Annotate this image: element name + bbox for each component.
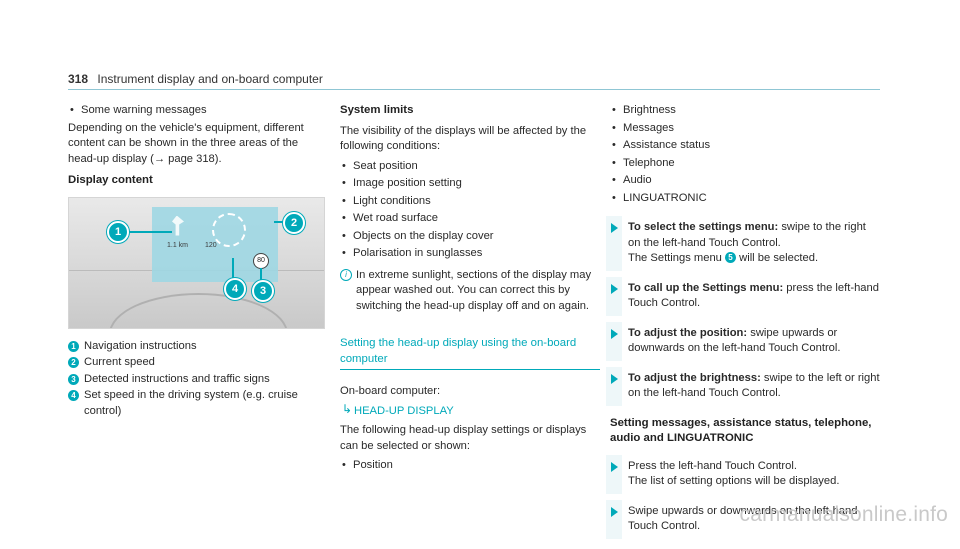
page-title: Instrument display and on-board computer [97, 72, 323, 86]
condition-item: Seat position [340, 159, 600, 175]
step-label: To adjust the position: [628, 326, 748, 339]
step-text: Press the left-hand Touch Control. [628, 459, 797, 472]
step-text: Swipe upwards or downwards on the left-h… [628, 504, 858, 533]
step-label: To select the settings menu: [628, 221, 779, 233]
step-label: To call up the Settings menu: [628, 281, 784, 294]
callout-2-leader [274, 220, 286, 223]
note-text: In extreme sunlight, sections of the dis… [356, 268, 592, 312]
condition-item: Polarisation in sunglasses [340, 246, 600, 262]
step-arrow-icon [611, 328, 618, 339]
legend-text: Detected instructions and traffic signs [84, 372, 270, 385]
menu-arrow-icon: ↳ [342, 401, 353, 416]
legend-number: 1 [68, 340, 79, 352]
display-content-heading: Display content [68, 174, 153, 186]
setting-item: Audio [610, 173, 880, 189]
setting-item: Telephone [610, 156, 880, 172]
callout-1: 1 [107, 220, 129, 243]
callout-4: 4 [224, 277, 246, 300]
step-press-touch-control: Press the left-hand Touch Control. The l… [606, 454, 880, 494]
column-2: System limits The visibility of the disp… [340, 103, 600, 476]
page-number: 318 [68, 72, 89, 86]
speed-dial-icon [212, 212, 246, 247]
condition-item: Image position setting [340, 176, 600, 192]
onboard-computer-label: On-board computer: [340, 385, 441, 397]
legend-item: 1 Navigation instructions [68, 339, 323, 355]
hud-figure: 1.1 km 120 80 1 2 3 4 [68, 196, 325, 329]
setting-item: Position [340, 458, 600, 474]
section-heading-hud-settings: Setting the head-up display using the on… [340, 336, 600, 370]
callout-1-leader [127, 230, 172, 233]
step-swipe-touch-control: Swipe upwards or downwards on the left-h… [606, 499, 880, 539]
settings-intro: The following head-up display settings o… [340, 424, 587, 452]
legend-item: 2 Current speed [68, 355, 323, 371]
callout-3-leader [260, 267, 262, 282]
step-select-settings-menu: To select the settings menu: swipe to th… [606, 216, 880, 270]
step-text: swipe to the right on the left-hand Touc… [628, 221, 866, 249]
step-text: swipe to the left or right on the left-h… [628, 371, 880, 400]
setting-item: Messages [610, 121, 880, 137]
step-arrow-icon [611, 373, 618, 384]
step-adjust-position: To adjust the position: swipe upwards or… [606, 321, 880, 361]
callout-2: 2 [283, 211, 305, 234]
step-arrow-icon [611, 283, 618, 294]
menu-path-text: HEAD-UP DISPLAY [354, 404, 454, 417]
column-1: Some warning messages Depending on the v… [68, 103, 325, 420]
setting-item: Brightness [610, 103, 880, 119]
legend-item: 3 Detected instructions and traffic sign… [68, 372, 323, 388]
step-label: To adjust the brightness: [628, 371, 761, 384]
step-extra: The list of setting options will be disp… [628, 475, 840, 487]
hud-set-speed: 120 [205, 241, 217, 249]
system-limits-intro: The visibility of the displays will be a… [340, 124, 587, 153]
condition-item: Light conditions [340, 194, 600, 210]
info-note: i In extreme sunlight, sections of the d… [340, 268, 600, 315]
legend-text: Set speed in the driving system (e.g. cr… [84, 389, 298, 417]
settings-menu-bubble: 5 [725, 252, 737, 263]
watermark: carmanualsonline.info [739, 503, 948, 526]
legend-text: Navigation instructions [84, 339, 197, 352]
speed-limit-sign-icon: 80 [253, 252, 269, 269]
step-arrow-icon [611, 506, 618, 517]
condition-item: Objects on the display cover [340, 229, 600, 245]
legend-number: 3 [68, 373, 79, 385]
system-limits-heading: System limits [340, 104, 414, 116]
legend-number: 2 [68, 357, 79, 368]
step-arrow-icon [611, 461, 618, 472]
menu-path: ↳ HEAD-UP DISPLAY [340, 401, 600, 420]
header-rule [68, 89, 880, 90]
callout-4-leader [232, 257, 234, 280]
column-3: Brightness Messages Assistance status Te… [606, 103, 880, 549]
step-text: swipe upwards or downwards on the left-h… [628, 326, 841, 355]
step-extra-post: will be selected. [736, 252, 819, 264]
step-text: press the left-hand Touch Control. [628, 281, 879, 310]
legend-text: Current speed [84, 356, 155, 368]
step-call-up-settings-menu: To call up the Settings menu: press the … [606, 276, 880, 316]
setting-item: Assistance status [610, 138, 880, 154]
step-extra-pre: The Settings menu [628, 252, 726, 264]
subheading-setting-messages: Setting messages, assistance status, tel… [610, 416, 872, 445]
hud-distance: 1.1 km [167, 241, 189, 249]
legend-number: 4 [68, 390, 79, 401]
page-header: 318 Instrument display and on-board comp… [68, 72, 323, 86]
setting-item: LINGUATRONIC [610, 191, 880, 207]
info-icon: i [340, 268, 352, 281]
bullet-warning-messages: Some warning messages [68, 103, 323, 119]
callout-3: 3 [252, 279, 274, 302]
intro-paragraph: Depending on the vehicle's equipment, di… [68, 121, 304, 165]
condition-item: Wet road surface [340, 211, 600, 227]
step-adjust-brightness: To adjust the brightness: swipe to the l… [606, 366, 880, 406]
step-arrow-icon [611, 223, 618, 233]
legend-item: 4 Set speed in the driving system (e.g. … [68, 388, 323, 419]
